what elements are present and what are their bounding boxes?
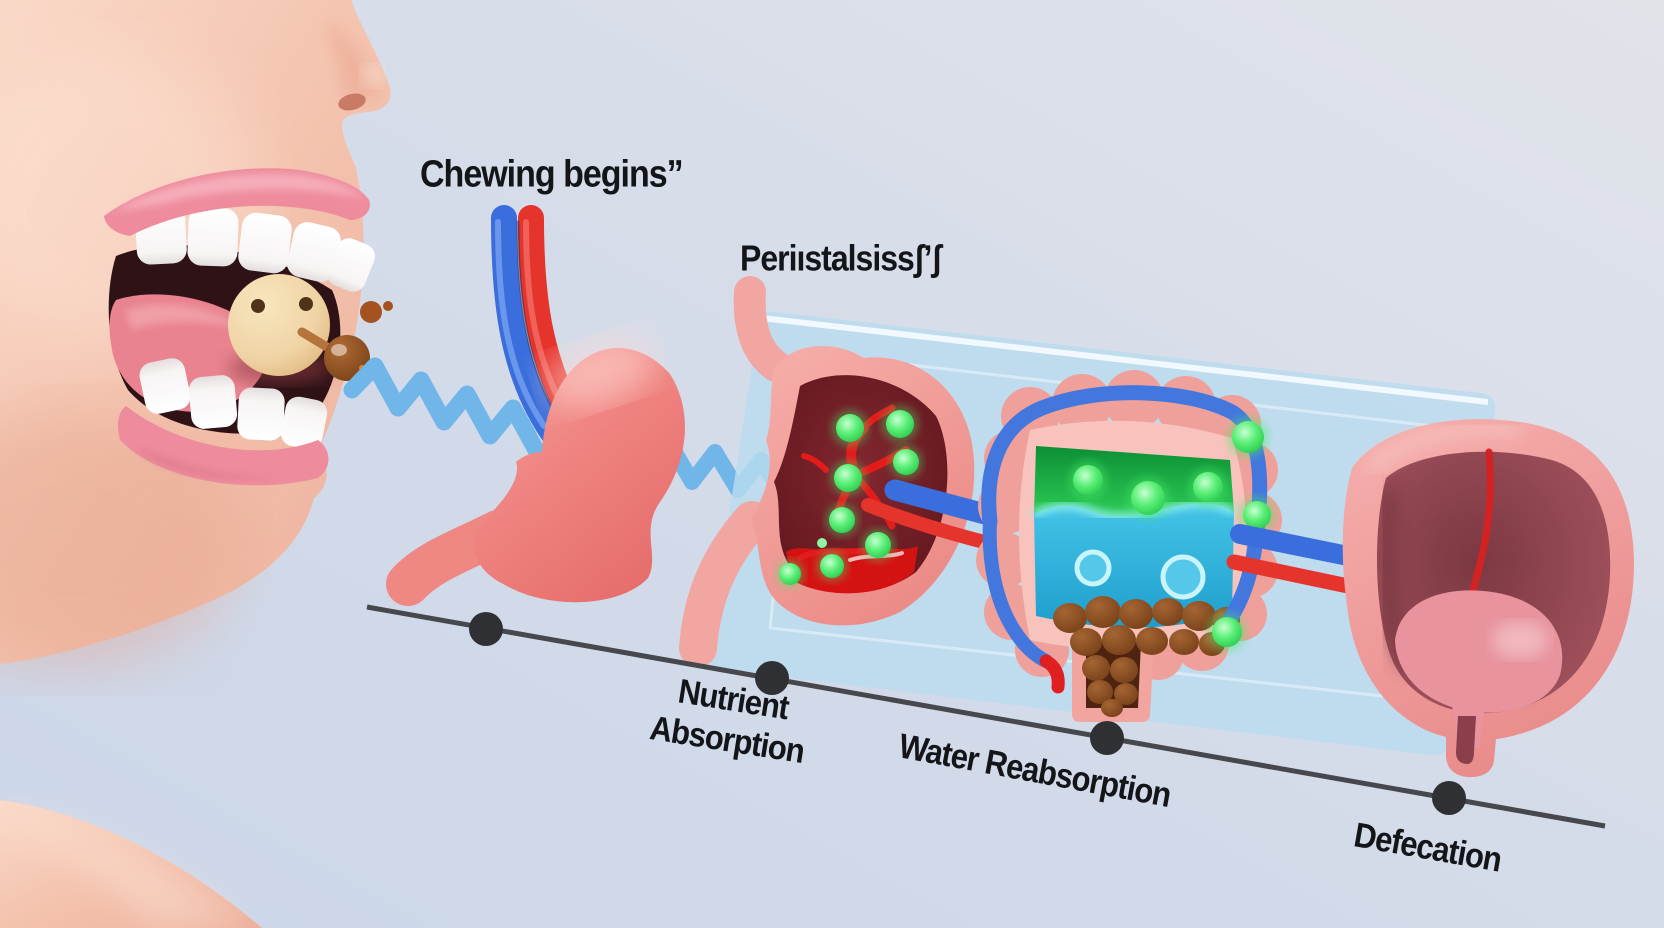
mouth-chewing-illustration	[0, 0, 393, 670]
bulb-highlight	[1492, 622, 1548, 658]
food-seed-left	[251, 299, 265, 313]
artery-to-rectum	[1226, 554, 1356, 594]
stomach-cutaway-icon	[679, 276, 1039, 667]
rectum-bulb	[1395, 590, 1563, 713]
colon-vein-left	[982, 515, 1053, 668]
stomach-icon	[386, 336, 685, 606]
sauce-droplet	[383, 301, 393, 311]
vein-tube	[491, 205, 569, 450]
nose-highlight	[361, 65, 383, 87]
jaw-shading	[0, 410, 240, 670]
sauce-splash	[360, 301, 382, 323]
lower-teeth	[139, 358, 328, 450]
rectal-artery	[1465, 448, 1494, 608]
timeline-dot-4	[1432, 781, 1466, 815]
shoulder-highlight	[0, 806, 250, 928]
colon-vessels	[981, 385, 1268, 694]
nutrient-dots-stomach	[775, 405, 923, 589]
peristalsis-wave-icon-1	[343, 357, 545, 459]
timeline-dot-1	[469, 612, 503, 646]
stomach2-outlet-tube	[679, 501, 771, 667]
rim-highlight	[1364, 421, 1521, 475]
label-chewing-begins: Chewing begins”	[420, 153, 684, 196]
timeline-dot-3	[1090, 721, 1124, 755]
bubble-2	[1160, 554, 1206, 600]
nutrient-dots-colon	[1068, 416, 1276, 652]
stomach-body	[473, 347, 685, 603]
tongue-highlight	[125, 304, 248, 332]
anal-canal	[1456, 716, 1476, 764]
timeline	[366, 604, 1606, 829]
upper-lip-highlight	[112, 173, 364, 212]
bubble-1	[1074, 549, 1112, 587]
food-bolus	[228, 274, 330, 376]
chocolate-highlight	[331, 344, 347, 356]
timeline-dot-2	[755, 661, 789, 695]
label-peristalsis: Periıstalsissʃʼʃ	[740, 238, 942, 279]
stomach-highlight	[543, 336, 657, 408]
rectum-cutaway-icon	[1342, 419, 1635, 778]
timeline-line	[366, 604, 1606, 829]
food-seed-right	[299, 297, 313, 311]
stomach2-inlet-tube	[733, 276, 792, 382]
vein-to-rectum	[1230, 524, 1358, 566]
glass-panel-top-edge	[761, 315, 1489, 405]
colon-vein-loop	[981, 385, 1268, 642]
vein-highlight	[495, 219, 547, 429]
colon-artery-tip	[1039, 654, 1065, 694]
lower-lip-shadow	[136, 448, 318, 480]
nostril	[338, 93, 366, 111]
